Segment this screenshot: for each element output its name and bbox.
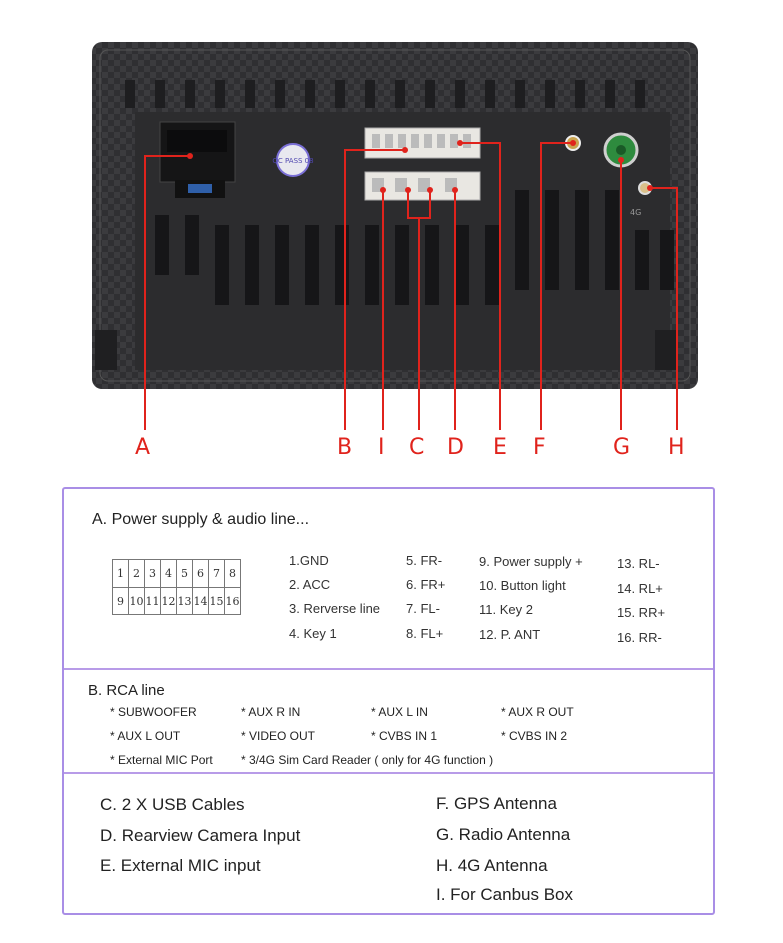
device-rear-panel-illustration: QC PASS 08 4G — [92, 42, 698, 430]
pin-desc: 15. RR+ — [617, 605, 666, 620]
callout-e: E — [493, 435, 507, 460]
pin-desc: 14. RL+ — [617, 581, 663, 596]
pin-desc: 5. FR- — [406, 553, 443, 568]
section-divider — [64, 668, 713, 670]
pin-cell: 5 — [176, 559, 193, 588]
callout-b: B — [337, 435, 353, 460]
pin-cell: 16 — [224, 587, 241, 615]
rca-item: * AUX R IN — [241, 705, 301, 719]
pin-desc: 12. P. ANT — [479, 627, 541, 642]
rca-section-title: B. RCA line — [88, 682, 165, 699]
rca-connector-bottom — [364, 171, 481, 201]
pin-cell: 2 — [128, 559, 145, 588]
svg-text:4G: 4G — [630, 208, 641, 217]
rca-item: * CVBS IN 2 — [501, 729, 568, 743]
pin-cell: 1 — [112, 559, 129, 588]
section-divider — [64, 772, 713, 774]
connector-item: G. Radio Antenna — [436, 825, 571, 844]
rca-item: * CVBS IN 1 — [371, 729, 438, 743]
pin-desc: 9. Power supply + — [479, 554, 583, 569]
rca-item: * AUX L OUT — [110, 729, 181, 743]
pin-desc: 11. Key 2 — [479, 602, 533, 617]
pin-cell: 10 — [128, 587, 145, 615]
callout-f: F — [533, 435, 546, 460]
callout-lines — [144, 142, 678, 430]
pin-desc: 8. FL+ — [406, 626, 444, 641]
callout-h: H — [668, 435, 685, 460]
top-vents — [125, 80, 645, 108]
rca-item: * External MIC Port — [110, 753, 213, 767]
pin-desc: 2. ACC — [289, 577, 331, 592]
callout-i: I — [378, 435, 385, 460]
power-harness-connector — [159, 121, 236, 198]
connector-item: D. Rearview Camera Input — [100, 826, 301, 845]
rca-connector-top — [364, 127, 481, 159]
pin-cell: 8 — [224, 559, 241, 588]
pin-cell: 13 — [176, 587, 193, 615]
pin-cell: 6 — [192, 559, 209, 588]
rca-item: * AUX R OUT — [501, 705, 574, 719]
callout-c: C — [409, 435, 425, 460]
svg-text:QC PASS 08: QC PASS 08 — [272, 157, 313, 165]
pin-desc: 6. FR+ — [406, 577, 446, 592]
rca-item: * 3/4G Sim Card Reader ( only for 4G fun… — [241, 753, 494, 767]
qc-pass-sticker: QC PASS 08 — [272, 143, 314, 177]
pin-cell: 3 — [144, 559, 161, 588]
connector-item: C. 2 X USB Cables — [100, 795, 245, 814]
pin-desc: 16. RR- — [617, 630, 662, 645]
pin-cell: 12 — [160, 587, 177, 615]
connector-item: I. For Canbus Box — [436, 885, 574, 904]
pin-desc: 1.GND — [289, 553, 329, 568]
pin-cell: 14 — [192, 587, 209, 615]
rca-item: * AUX L IN — [371, 705, 428, 719]
pin-desc: 10. Button light — [479, 578, 566, 593]
power-section-title: A. Power supply & audio line... — [92, 511, 310, 528]
rca-item: * SUBWOOFER — [110, 705, 197, 719]
pin-desc: 7. FL- — [406, 601, 440, 616]
pin-cell: 15 — [208, 587, 225, 615]
pin-desc: 3. Rerverse line — [289, 601, 381, 616]
connector-item: E. External MIC input — [100, 856, 261, 875]
connector-item: F. GPS Antenna — [436, 794, 557, 813]
rca-item: * VIDEO OUT — [241, 729, 316, 743]
callout-d: D — [447, 435, 464, 460]
pin-cell: 7 — [208, 559, 225, 588]
callout-a: A — [135, 435, 151, 460]
pin-cell: 9 — [112, 587, 129, 615]
pin-desc: 4. Key 1 — [289, 626, 337, 641]
wiring-info-box: A. Power supply & audio line... 1 2 3 4 … — [62, 487, 715, 915]
pin-grid: 1 2 3 4 5 6 7 8 9 10 11 12 13 14 15 16 — [112, 559, 241, 615]
callout-g: G — [613, 435, 631, 460]
pin-cell: 4 — [160, 559, 177, 588]
pin-cell: 11 — [144, 587, 161, 615]
connector-item: H. 4G Antenna — [436, 856, 548, 875]
pin-desc: 13. RL- — [617, 556, 660, 571]
